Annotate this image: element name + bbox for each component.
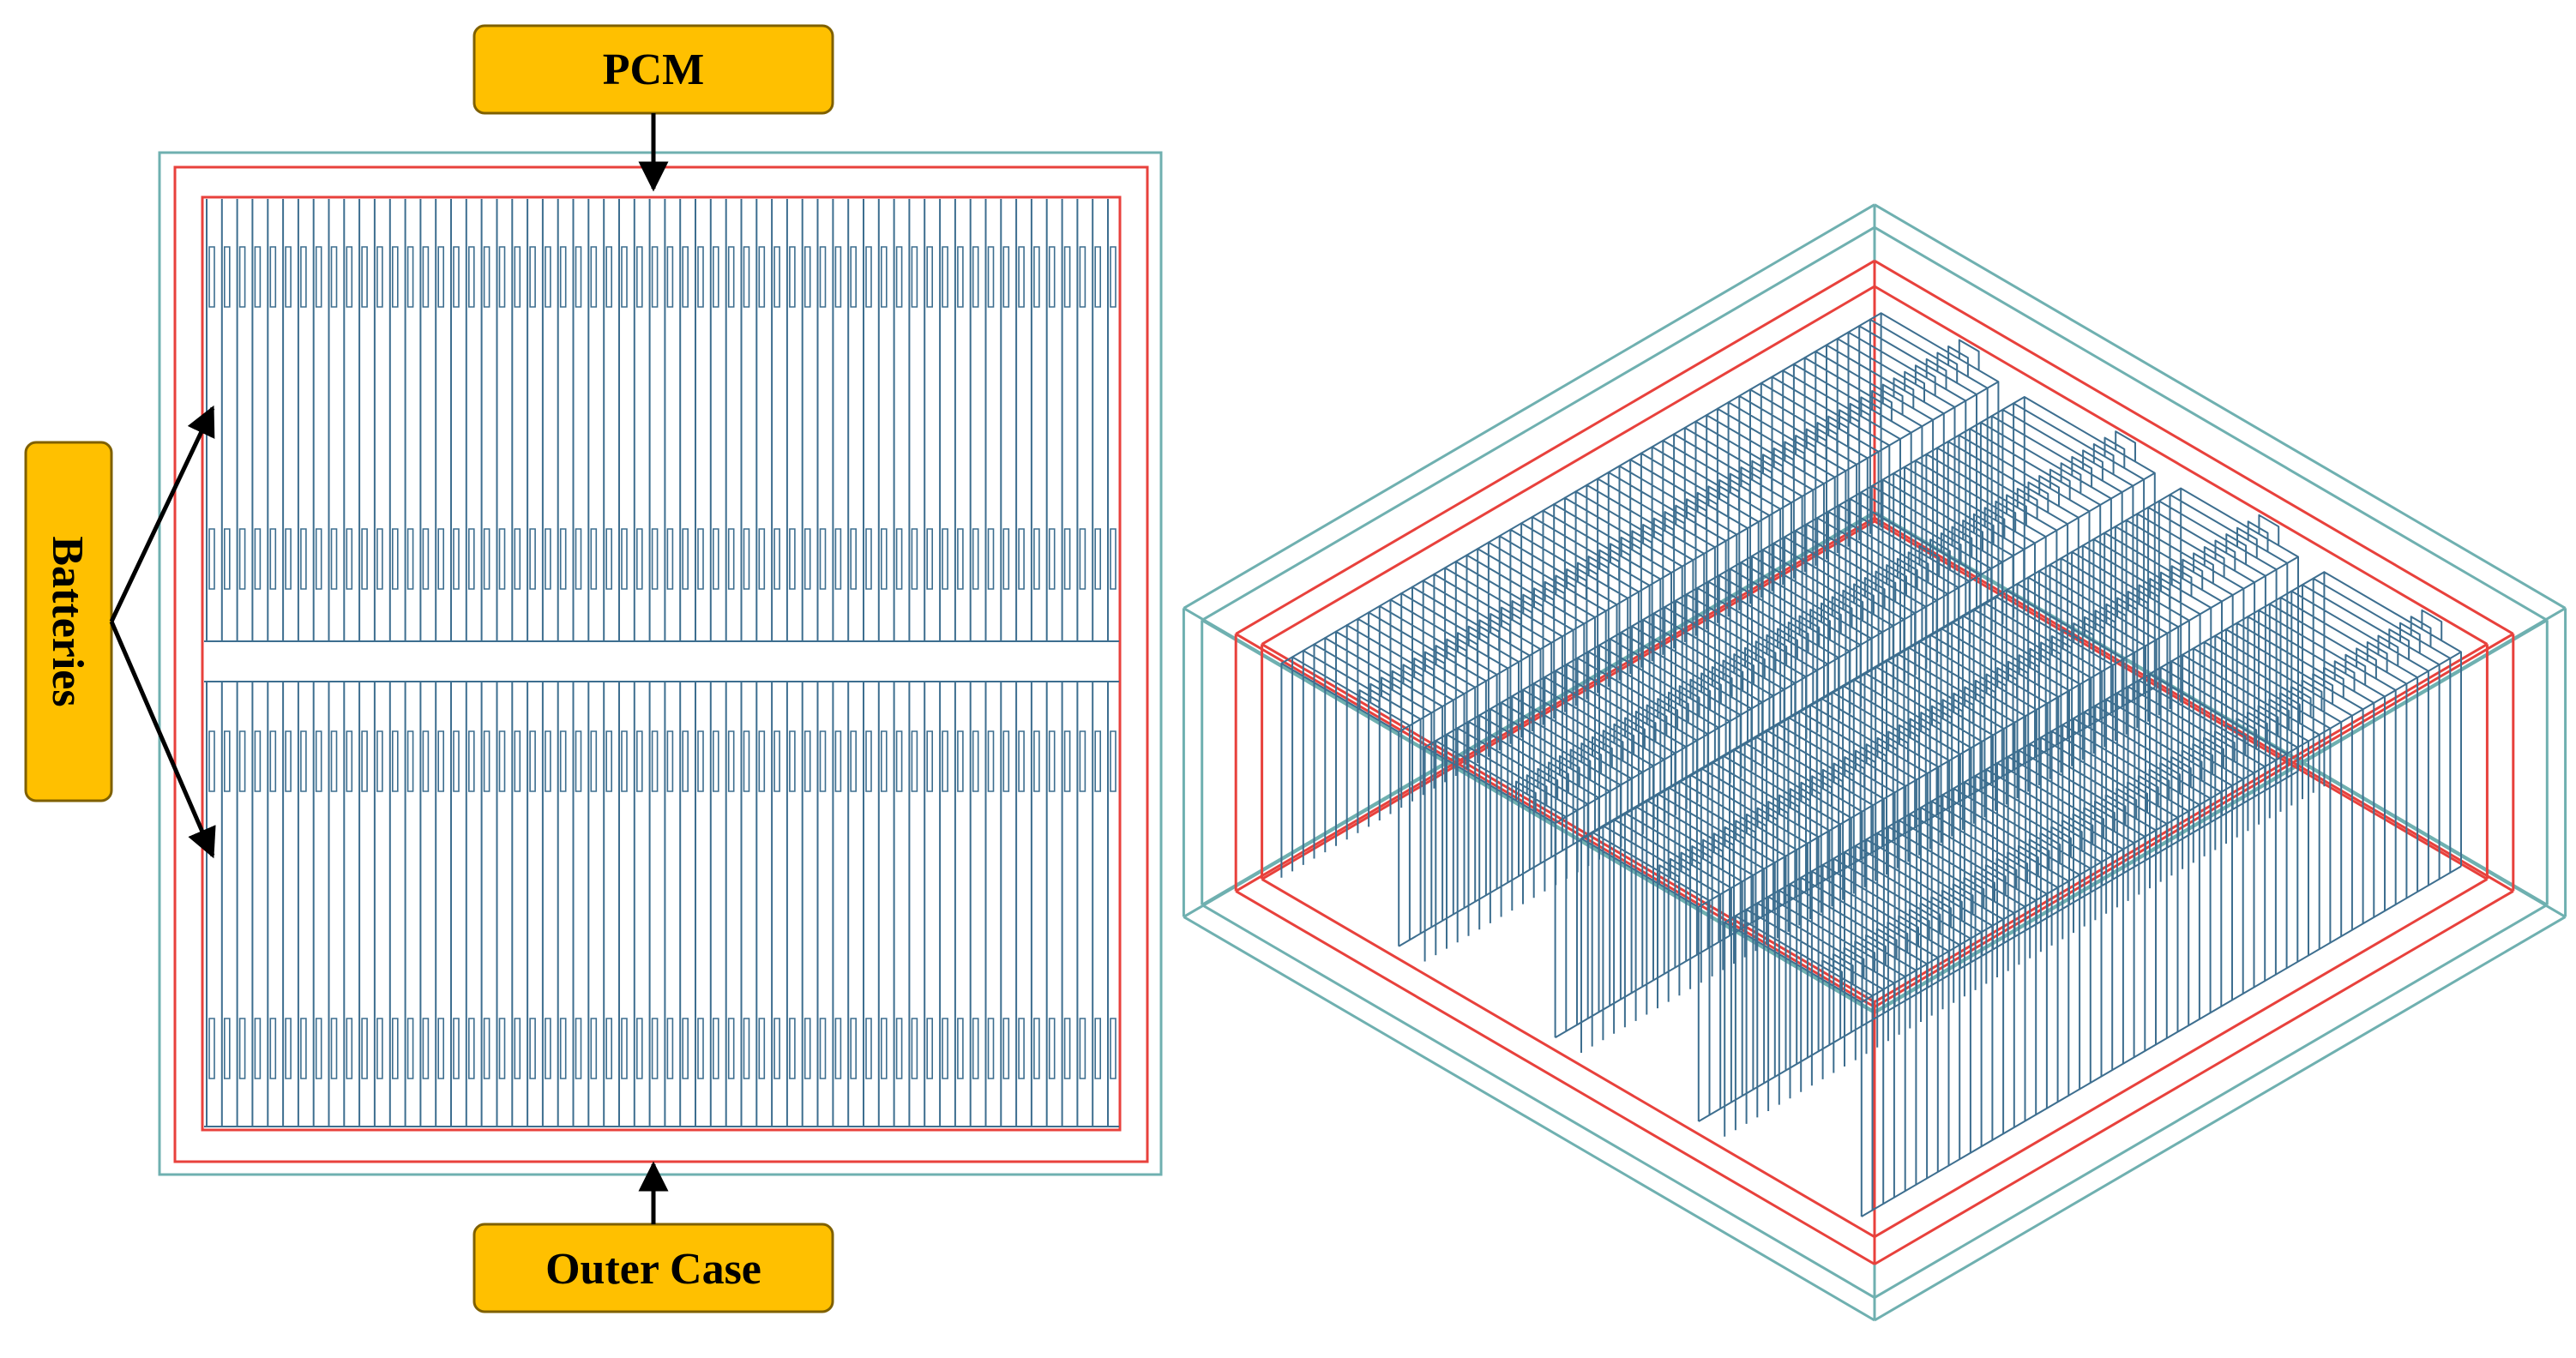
battery-cell-walls (206, 682, 1109, 1127)
isometric-view-panel (1182, 203, 2567, 1322)
battery-row-1 (1724, 571, 2462, 1217)
battery-modules-3d (1280, 312, 2462, 1217)
top-view-panel (158, 151, 1163, 1176)
batteries-callout: Batteries (24, 405, 216, 859)
battery-grid-bottom (204, 681, 1119, 1127)
battery-row-2 (1580, 487, 2299, 1121)
outer-case-label: Outer Case (545, 1245, 761, 1294)
battery-row-4 (1280, 312, 2000, 946)
battery-row-rails-4 (1280, 312, 1999, 947)
battery-row-rails-3 (1424, 396, 2156, 1039)
battery-row-rails-2 (1580, 487, 2299, 1122)
battery-row-3 (1423, 396, 2156, 1038)
outer-case-outline (158, 151, 1163, 1176)
pcm-inner-outline (201, 195, 1122, 1132)
battery-tabs (208, 730, 1116, 1079)
pcm-callout: PCM (472, 24, 834, 192)
batteries-label: Batteries (43, 536, 92, 706)
batteries-arrow-lower-icon (109, 621, 216, 859)
pcm-label: PCM (603, 45, 704, 94)
battery-tabs (208, 246, 1116, 590)
batteries-arrow-upper-icon (109, 405, 215, 623)
battery-grid-top (204, 199, 1119, 642)
outer-case-callout: Outer Case (472, 1161, 834, 1313)
